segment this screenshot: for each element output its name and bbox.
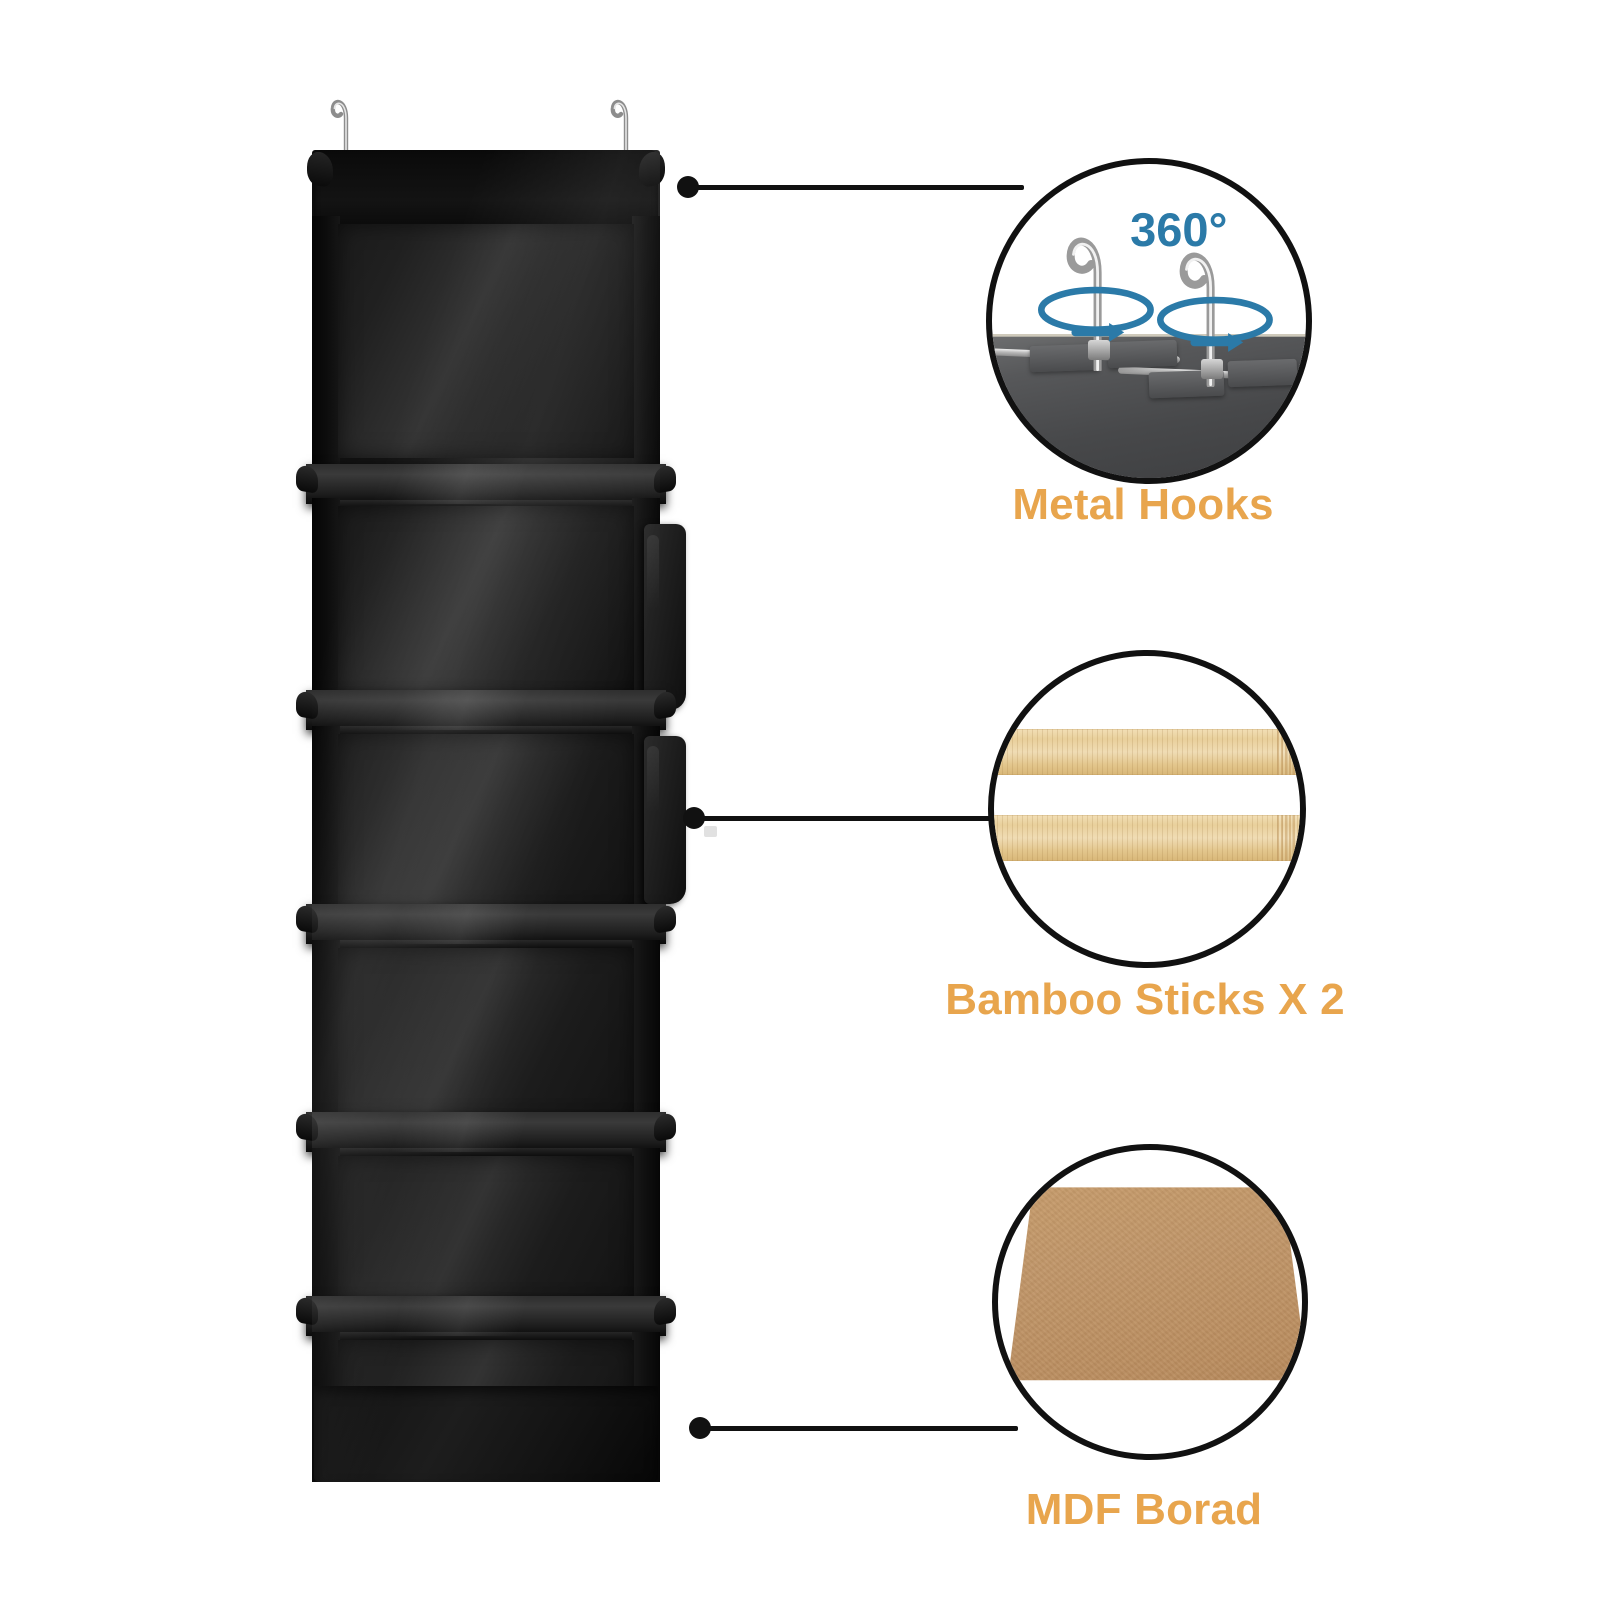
- callout-bubble-mdf-board: [992, 1144, 1308, 1460]
- hook-icon: [1179, 252, 1215, 387]
- bamboo-stick-icon: [994, 729, 1300, 776]
- callout-bubble-metal-hooks: 360°: [986, 158, 1312, 484]
- side-pocket: [644, 524, 686, 710]
- shelf-compartment: [312, 1148, 660, 1322]
- hook-icon-right: [606, 88, 640, 166]
- callout-label-mdf-board: MDF Borad: [1025, 1485, 1263, 1534]
- shelf-compartment: [312, 940, 660, 1138]
- callout-line-mdf-board: [706, 1426, 1018, 1431]
- callout-bubble-bamboo-sticks: [988, 650, 1306, 968]
- side-pocket: [644, 736, 686, 904]
- rotation-degree-label: 360°: [1130, 202, 1228, 256]
- callout-label-bamboo-sticks: Bamboo Sticks X 2: [945, 975, 1345, 1024]
- callout-dot-mdf-board: [689, 1417, 711, 1439]
- shelf-divider: [296, 690, 676, 735]
- shelf-compartment: [312, 498, 660, 710]
- hook-icon: [1066, 237, 1102, 372]
- rotation-arrow-icon: [1157, 296, 1273, 352]
- shelf-divider: [296, 1112, 676, 1157]
- organizer-body: [296, 150, 686, 1482]
- product-image-hanging-organizer: [296, 88, 686, 1488]
- organizer-base: [314, 1386, 658, 1482]
- board-icon: [1007, 1187, 1302, 1381]
- callout-dot-bamboo-sticks: [683, 807, 705, 829]
- shelf-divider: [296, 464, 676, 509]
- bamboo-stick-icon: [994, 815, 1300, 862]
- rotation-arrow-icon: [1037, 286, 1154, 343]
- callout-line-metal-hooks: [694, 185, 1024, 190]
- shelf-compartment: [312, 216, 660, 472]
- hook-icon-left: [326, 88, 360, 166]
- image-artifact-speck: [704, 826, 717, 837]
- callout-label-metal-hooks: Metal Hooks: [1012, 480, 1274, 529]
- organizer-top-canopy: [314, 150, 658, 234]
- callout-line-bamboo-sticks: [700, 816, 1000, 821]
- callout-dot-metal-hooks: [677, 176, 699, 198]
- shelf-divider: [296, 1296, 676, 1341]
- shelf-compartment: [312, 726, 660, 930]
- shelf-divider: [296, 904, 676, 949]
